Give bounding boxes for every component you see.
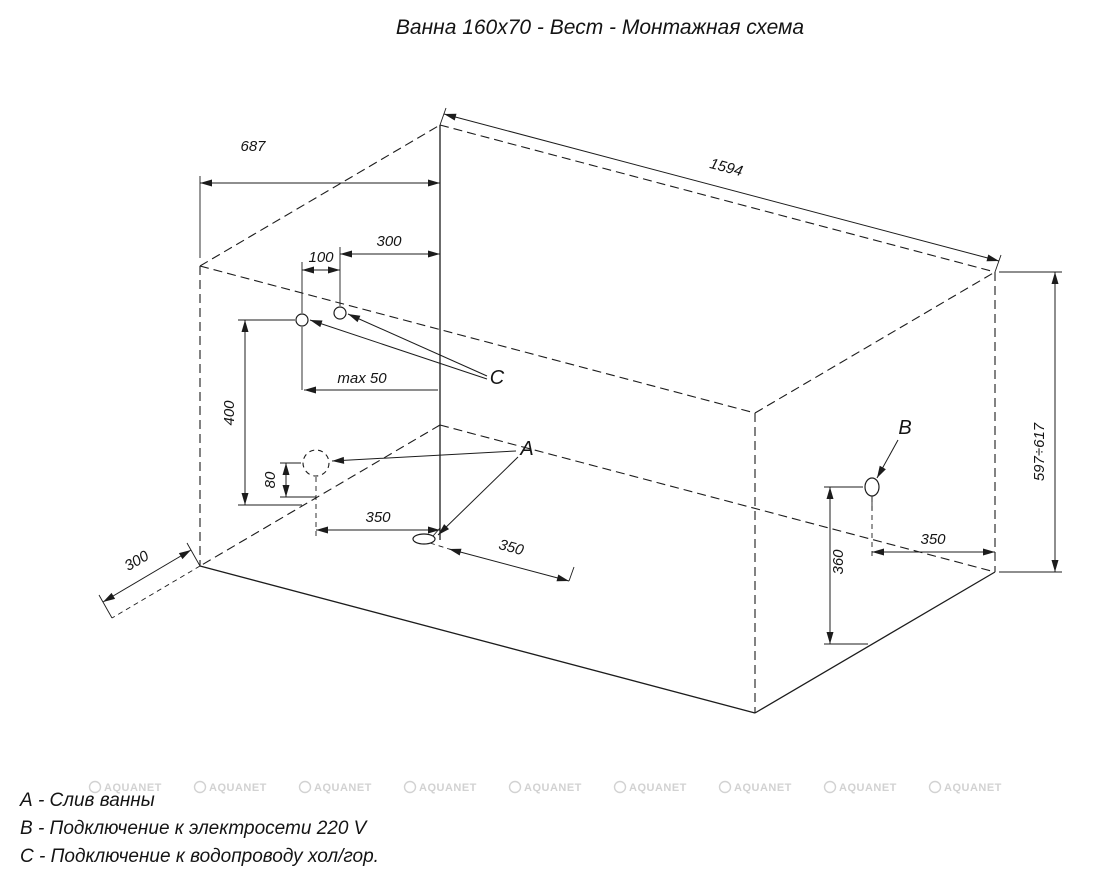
dim-text-water-height: 400 [221, 400, 238, 426]
dim-text-electric-height: 360 [830, 549, 847, 575]
edge-top-front-right [754, 271, 996, 414]
ext-line [186, 542, 201, 567]
dim-width: 687 [199, 138, 440, 258]
watermark-text: AQUANET [629, 782, 687, 794]
dim-text-drain-height: 80 [262, 471, 279, 488]
drain-circle [302, 449, 330, 477]
watermark-logo-icon [88, 780, 102, 794]
watermark-logo-icon [403, 780, 417, 794]
dim-water-protrusion: max 50 [301, 327, 438, 394]
watermark-row: AQUANET AQUANET AQUANET AQUANET AQUANET … [88, 780, 1002, 794]
water-connection-2 [333, 306, 347, 320]
dim-drain-height: 80 [262, 462, 316, 498]
legend-item-water: С - Подключение к водопроводу хол/гор. [20, 846, 379, 867]
ext-line [568, 566, 575, 582]
watermark-text: AQUANET [944, 782, 1002, 794]
dim-text-width: 687 [240, 138, 266, 155]
leader-line [347, 313, 488, 377]
ext-line [429, 542, 450, 550]
watermark-logo-icon [928, 780, 942, 794]
dim-drain-offset: 350 [315, 477, 440, 536]
watermark-text: AQUANET [419, 782, 477, 794]
drain-pipe [432, 527, 441, 537]
watermark-text: AQUANET [314, 782, 372, 794]
dim-line [443, 113, 1000, 262]
dim-drain-floor-offset: 350 [429, 536, 575, 582]
dim-line [448, 548, 570, 582]
label-drain: A [331, 438, 534, 536]
watermark-logo-icon [298, 780, 312, 794]
dim-electric-offset: 350 [871, 497, 995, 558]
legend: А - Слив ванны В - Подключение к электро… [19, 790, 379, 867]
water-connection-1 [295, 313, 309, 327]
watermark-text: AQUANET [209, 782, 267, 794]
leader-line [309, 319, 488, 380]
label-electric-text: B [898, 417, 911, 439]
watermark-logo-icon [613, 780, 627, 794]
dim-text-length: 1594 [708, 155, 745, 180]
leader-line [437, 456, 519, 536]
watermark-logo-icon [508, 780, 522, 794]
watermark-text: AQUANET [734, 782, 792, 794]
dim-length: 1594 [439, 107, 1002, 273]
label-electric: B [876, 417, 912, 479]
edge-top-back-right [439, 124, 996, 273]
legend-item-drain: А - Слив ванны [19, 790, 155, 811]
ext-line [994, 254, 1002, 273]
watermark-text: AQUANET [839, 782, 897, 794]
dim-text-corner-offset: 300 [122, 547, 153, 575]
label-water: C [309, 313, 505, 389]
dim-line [102, 549, 192, 603]
dim-text-water-protrusion: max 50 [337, 370, 387, 387]
leader-line [331, 450, 517, 464]
watermark-logo-icon [718, 780, 732, 794]
dim-text-water-offset: 300 [376, 233, 402, 250]
dim-water-position: 100 300 [301, 233, 440, 313]
dim-water-height: 400 [221, 319, 302, 506]
dim-text-electric-offset: 350 [920, 531, 946, 548]
label-water-text: C [490, 367, 505, 389]
dim-text-overall-height: 597÷617 [1031, 422, 1048, 481]
ext-line [111, 565, 201, 619]
watermark-text: AQUANET [104, 782, 162, 794]
edge-top-front-left [199, 265, 756, 414]
drain-outlet-ellipse [412, 533, 436, 545]
ext-line [98, 594, 113, 619]
edge-bottom-front-left [199, 565, 756, 714]
ext-line [439, 107, 447, 126]
edge-top-back-left [199, 124, 441, 267]
dim-text-drain-offset: 350 [365, 509, 391, 526]
watermark-text: AQUANET [524, 782, 582, 794]
drawing-title: Ванна 160х70 - Вест - Монтажная схема [396, 16, 804, 39]
dim-corner-offset: 300 [98, 542, 201, 619]
electric-connection-ellipse [864, 477, 880, 497]
edge-bottom-front-right [754, 571, 996, 714]
edge-bottom-back-right [439, 424, 996, 573]
leader-line [876, 439, 899, 479]
edge-bottom-back-left [199, 424, 441, 567]
bathtub-outline [199, 124, 996, 714]
label-drain-text: A [519, 438, 533, 460]
dim-text-drain-floor-offset: 350 [497, 536, 526, 559]
dim-text-water-spacing: 100 [308, 249, 334, 266]
dim-electric-height: 360 [824, 486, 868, 645]
electric-connection [864, 477, 880, 510]
dim-overall-height: 597÷617 [999, 271, 1062, 573]
legend-item-electric: В - Подключение к электросети 220 V [20, 818, 369, 839]
watermark-logo-icon [193, 780, 207, 794]
watermark-logo-icon [823, 780, 837, 794]
